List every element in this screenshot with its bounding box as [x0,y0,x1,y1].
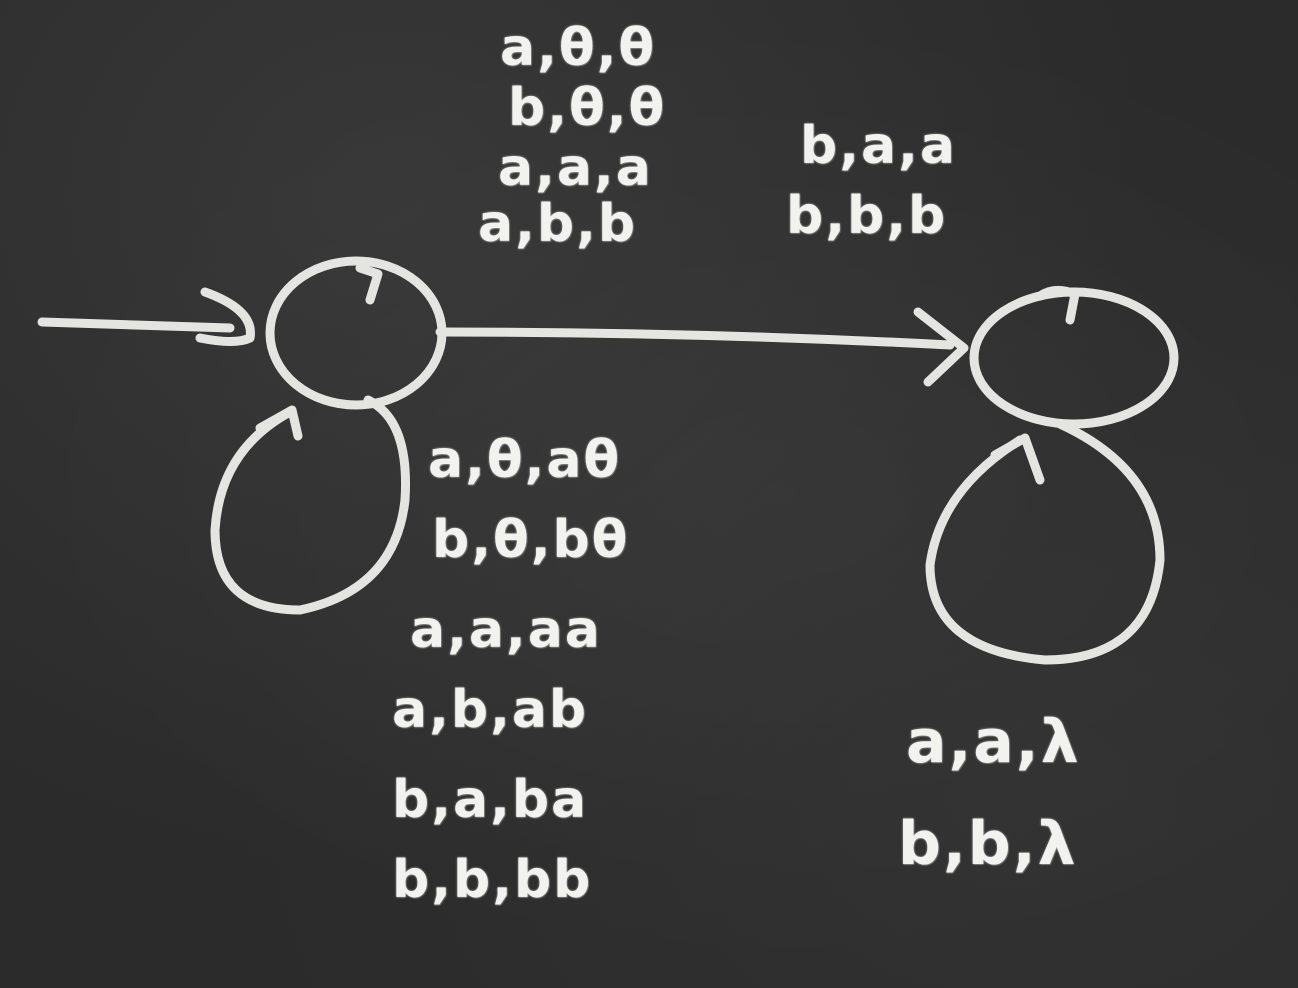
self-loop-q1 [925,419,1165,665]
transition-label: a,θ,θ [500,18,657,78]
start-arrow-head [195,287,255,346]
loop-label-q0: b,b,bb [392,850,593,910]
loop-label-q0: b,a,ba [392,770,589,830]
self-loop-q1-head [990,433,1045,485]
transition-label: a,b,b [478,194,638,254]
transition-label: b,θ,θ [508,78,667,138]
start-arrow [37,317,235,333]
state-q0-tick [355,263,383,305]
loop-label-q0: a,a,aa [410,600,602,660]
loop-label-q0: a,b,ab [392,680,589,740]
transition-label: a,a,a [498,138,653,198]
transition-arrow-q0-q1 [435,327,955,350]
loop-label-q0: a,θ,aθ [428,430,622,490]
transition-label: b,b,b [786,186,948,246]
loop-label-q1: b,b,λ [898,809,1078,879]
state-q1-tick [1035,286,1080,325]
transition-arrow-q0-q1-head [913,307,969,387]
self-loop-q0 [210,395,411,615]
self-loop-q0-head [255,405,303,441]
loop-label-q0: b,θ,bθ [432,510,630,570]
transition-label: b,a,a [800,116,957,176]
state-q0 [265,256,447,410]
loop-label-q1: a,a,λ [906,707,1081,777]
